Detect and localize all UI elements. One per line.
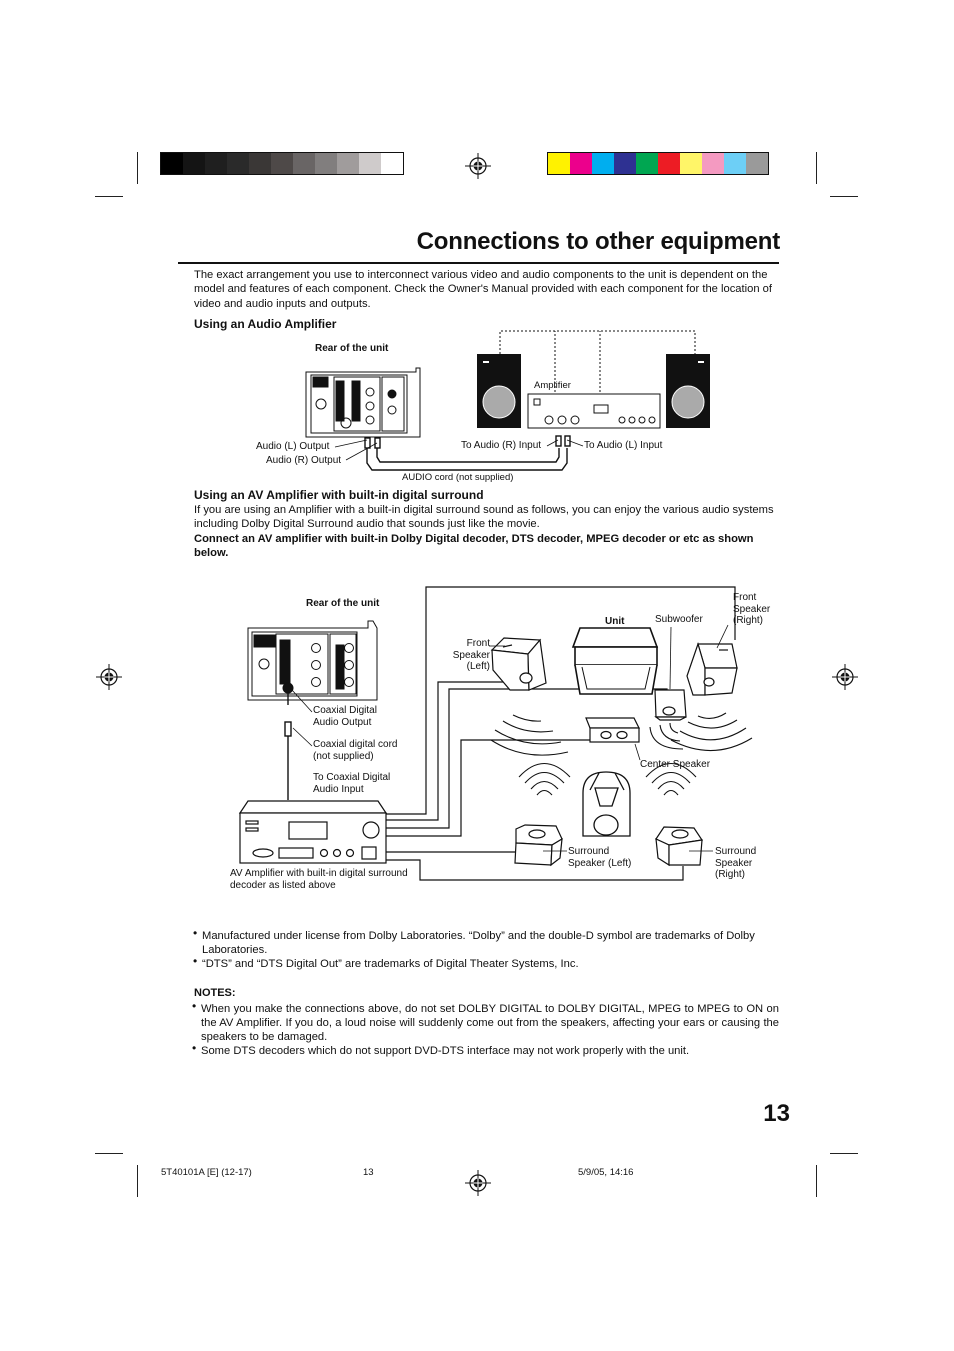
unit-label: Unit — [605, 616, 625, 627]
coax-output-label: Coaxial Digital Audio Output — [313, 705, 377, 728]
audio-r-output-label: Audio (R) Output — [266, 455, 342, 466]
bullet-dot: • — [193, 926, 198, 940]
front-right-speaker — [686, 642, 738, 696]
av-amplifier — [238, 800, 388, 864]
section2-bold-body: Connect an AV amplifier with built-in Do… — [194, 533, 754, 560]
note-item: • When you make the connections above, d… — [192, 999, 779, 1044]
color-swatch — [271, 153, 293, 174]
registration-mark-icon — [96, 664, 122, 690]
listener — [582, 771, 631, 837]
rear-of-unit-label: Rear of the unit — [315, 343, 389, 354]
audio-amplifier-diagram — [305, 330, 710, 471]
footer-code: 5T40101A [E] (12-17) — [161, 1167, 252, 1178]
subwoofer — [654, 689, 687, 721]
page-number: 13 — [763, 1100, 790, 1127]
color-swatch — [658, 153, 680, 174]
surround-left-label: Surround Speaker (Left) — [568, 846, 632, 869]
to-audio-r-input-label: To Audio (R) Input — [461, 440, 542, 451]
color-swatch — [183, 153, 205, 174]
title-rule — [178, 262, 779, 264]
crop-mark — [816, 1165, 817, 1197]
color-swatch — [746, 153, 768, 174]
section1-heading: Using an Audio Amplifier — [194, 317, 337, 331]
color-swatch — [592, 153, 614, 174]
right-speaker — [666, 354, 710, 428]
trademark-item: • Manufactured under license from Dolby … — [193, 926, 779, 957]
amplifier-label: Amplifier — [534, 380, 571, 391]
page-title: Connections to other equipment — [416, 228, 781, 255]
section2-heading: Using an AV Amplifier with built-in digi… — [194, 488, 484, 502]
audio-cord — [364, 435, 571, 471]
unit-rear-panel-2 — [247, 620, 378, 701]
section2-body: If you are using an Amplifier with a bui… — [194, 504, 774, 531]
color-swatch — [724, 153, 746, 174]
color-swatch — [614, 153, 636, 174]
crop-mark — [137, 1165, 138, 1197]
color-bar — [547, 152, 769, 175]
crop-mark — [830, 196, 858, 197]
color-swatch — [249, 153, 271, 174]
trademark-text: Manufactured under license from Dolby La… — [202, 930, 755, 956]
tv-unit — [571, 627, 659, 695]
to-audio-l-input-label: To Audio (L) Input — [584, 440, 663, 451]
rear-of-unit-label-2: Rear of the unit — [306, 598, 380, 609]
color-swatch — [636, 153, 658, 174]
surround-right-speaker — [655, 826, 704, 867]
crop-mark — [830, 1153, 858, 1154]
left-speaker — [477, 354, 521, 428]
surround-diagram — [238, 586, 753, 881]
footer-page: 13 — [363, 1167, 374, 1178]
trademark-item: • “DTS” and “DTS Digital Out” are tradem… — [193, 954, 779, 971]
grayscale-bar — [160, 152, 404, 175]
surround-right-label: Surround Speaker (Right) — [715, 846, 757, 880]
color-swatch — [702, 153, 724, 174]
center-speaker-label: Center Speaker — [640, 759, 711, 770]
note-text: Some DTS decoders which do not support D… — [201, 1045, 690, 1057]
subwoofer-label: Subwoofer — [655, 614, 703, 625]
audio-l-output-label: Audio (L) Output — [256, 441, 330, 452]
av-amplifier-label: AV Amplifier with built-in digital surro… — [230, 868, 408, 891]
color-swatch — [227, 153, 249, 174]
color-swatch — [293, 153, 315, 174]
center-speaker — [585, 717, 640, 743]
trademark-text: “DTS” and “DTS Digital Out” are trademar… — [202, 958, 579, 970]
footer-date: 5/9/05, 14:16 — [578, 1167, 634, 1178]
color-swatch — [680, 153, 702, 174]
crop-mark — [816, 152, 817, 184]
intro-paragraph: The exact arrangement you use to interco… — [194, 269, 773, 310]
crop-mark — [95, 196, 123, 197]
amplifier — [527, 393, 661, 429]
bullet-dot: • — [192, 1041, 197, 1055]
note-text: When you make the connections above, do … — [201, 1003, 779, 1043]
color-swatch — [161, 153, 183, 174]
surround-left-speaker — [514, 824, 563, 867]
registration-mark-icon — [465, 153, 491, 179]
audio-cord-label: AUDIO cord (not supplied) — [402, 472, 514, 483]
coax-input-label: To Coaxial Digital Audio Input — [313, 772, 391, 795]
crop-mark — [137, 152, 138, 184]
color-swatch — [337, 153, 359, 174]
registration-mark-icon — [832, 664, 858, 690]
bullet-dot: • — [192, 999, 197, 1013]
coax-cord-label: Coaxial digital cord (not supplied) — [313, 739, 398, 762]
color-swatch — [359, 153, 381, 174]
registration-mark-icon — [465, 1170, 491, 1196]
note-item: • Some DTS decoders which do not support… — [192, 1041, 779, 1058]
color-swatch — [381, 153, 403, 174]
notes-heading: NOTES: — [194, 987, 236, 999]
unit-rear-panel — [305, 367, 421, 438]
color-swatch — [570, 153, 592, 174]
front-right-label: Front Speaker (Right) — [733, 592, 771, 626]
color-swatch — [205, 153, 227, 174]
crop-mark — [95, 1153, 123, 1154]
sound-waves — [490, 712, 753, 796]
front-left-speaker — [490, 637, 547, 691]
color-swatch — [548, 153, 570, 174]
bullet-dot: • — [193, 954, 198, 968]
color-swatch — [315, 153, 337, 174]
front-left-label: Front Speaker (Left) — [452, 638, 490, 672]
